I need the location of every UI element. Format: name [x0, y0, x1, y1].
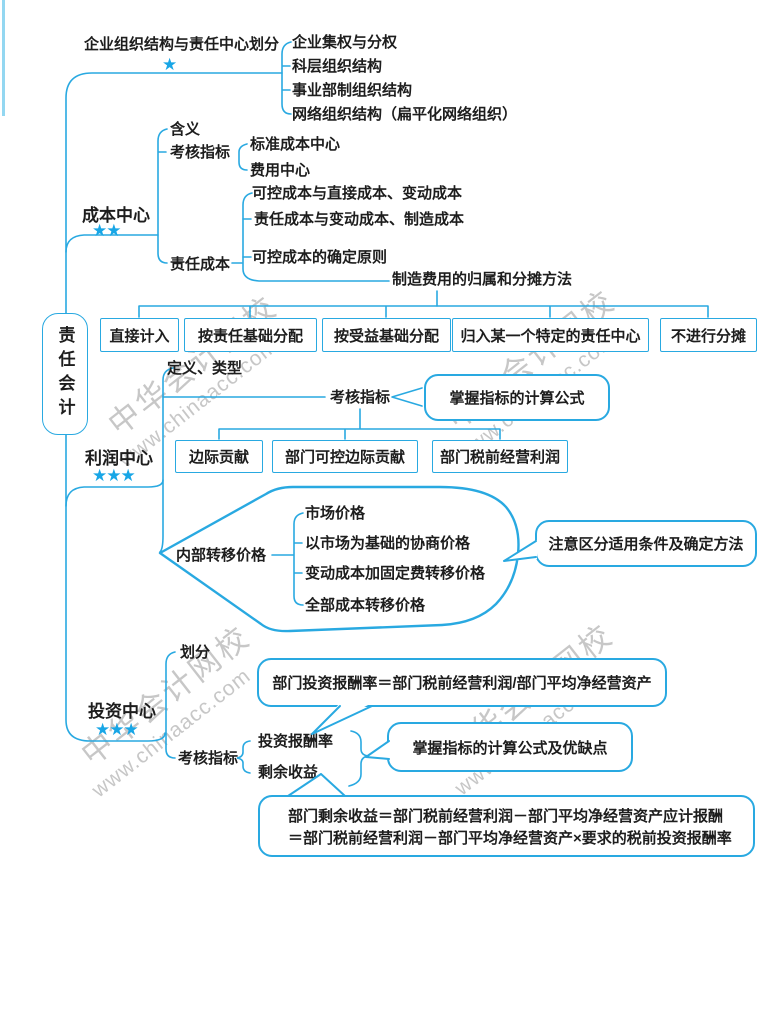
box-no-allocation: 不进行分摊: [660, 318, 757, 352]
page-edge-line: [2, 0, 5, 116]
node-invest-division: 划分: [180, 644, 211, 661]
node-profit-kpi: 考核指标: [330, 389, 391, 406]
node-org-structure: 企业组织结构与责任中心划分: [84, 36, 280, 53]
node-standard-cost-center: 标准成本中心: [250, 136, 341, 153]
node-resp-item: 可控成本的确定原则: [252, 249, 388, 266]
org-star-rating: ★: [162, 55, 177, 74]
root-node: 责任会计: [42, 313, 88, 435]
node-transfer-price: 内部转移价格: [176, 547, 267, 564]
node-roi: 投资报酬率: [258, 733, 334, 750]
node-cost-meaning: 含义: [170, 121, 201, 138]
node-transfer-item: 全部成本转移价格: [305, 597, 426, 614]
profit-star-rating: ★★★: [92, 466, 136, 485]
node-profit-center: 利润中心: [85, 449, 153, 468]
node-org-item: 事业部制组织结构: [292, 82, 413, 99]
callout-transfer-note: 注意区分适用条件及确定方法: [535, 520, 757, 567]
node-responsibility-cost: 责任成本: [170, 256, 231, 273]
box-direct-charge: 直接计入: [100, 318, 179, 352]
node-profit-definition: 定义、类型: [167, 360, 243, 377]
box-pretax-profit: 部门税前经营利润: [432, 440, 568, 473]
node-investment-center: 投资中心: [88, 702, 156, 721]
node-transfer-item: 变动成本加固定费转移价格: [305, 565, 486, 582]
cost-star-rating: ★★: [92, 221, 122, 240]
callout-invest-kpi-note: 掌握指标的计算公式及优缺点: [387, 722, 633, 772]
box-specific-center: 归入某一个特定的责任中心: [452, 318, 649, 352]
node-expense-center: 费用中心: [250, 162, 311, 179]
node-org-item: 网络组织结构（扁平化网络组织）: [292, 106, 518, 123]
callout-roi-formula: 部门投资报酬率＝部门税前经营利润/部门平均净经营资产: [257, 658, 667, 707]
invest-star-rating: ★★★: [95, 720, 139, 739]
box-benefit-basis: 按受益基础分配: [322, 318, 451, 352]
box-controllable-margin: 部门可控边际贡献: [272, 440, 418, 473]
callout-ri-formula: 部门剩余收益＝部门税前经营利润－部门平均净经营资产应计报酬＝部门税前经营利润－部…: [258, 795, 755, 857]
box-contribution-margin: 边际贡献: [175, 440, 263, 473]
node-cost-center: 成本中心: [82, 206, 150, 225]
node-mfg-overhead: 制造费用的归属和分摊方法: [392, 271, 573, 288]
node-invest-kpi: 考核指标: [178, 750, 239, 767]
node-transfer-item: 市场价格: [305, 505, 366, 522]
box-responsibility-basis: 按责任基础分配: [184, 318, 317, 352]
callout-kpi-formula: 掌握指标的计算公式: [424, 374, 610, 421]
node-org-item: 科层组织结构: [292, 58, 383, 75]
node-resp-item: 责任成本与变动成本、制造成本: [254, 211, 465, 228]
node-transfer-item: 以市场为基础的协商价格: [305, 535, 471, 552]
node-residual-income: 剩余收益: [258, 764, 319, 781]
node-org-item: 企业集权与分权: [292, 34, 398, 51]
node-cost-kpi: 考核指标: [170, 144, 231, 161]
node-resp-item: 可控成本与直接成本、变动成本: [252, 185, 463, 202]
